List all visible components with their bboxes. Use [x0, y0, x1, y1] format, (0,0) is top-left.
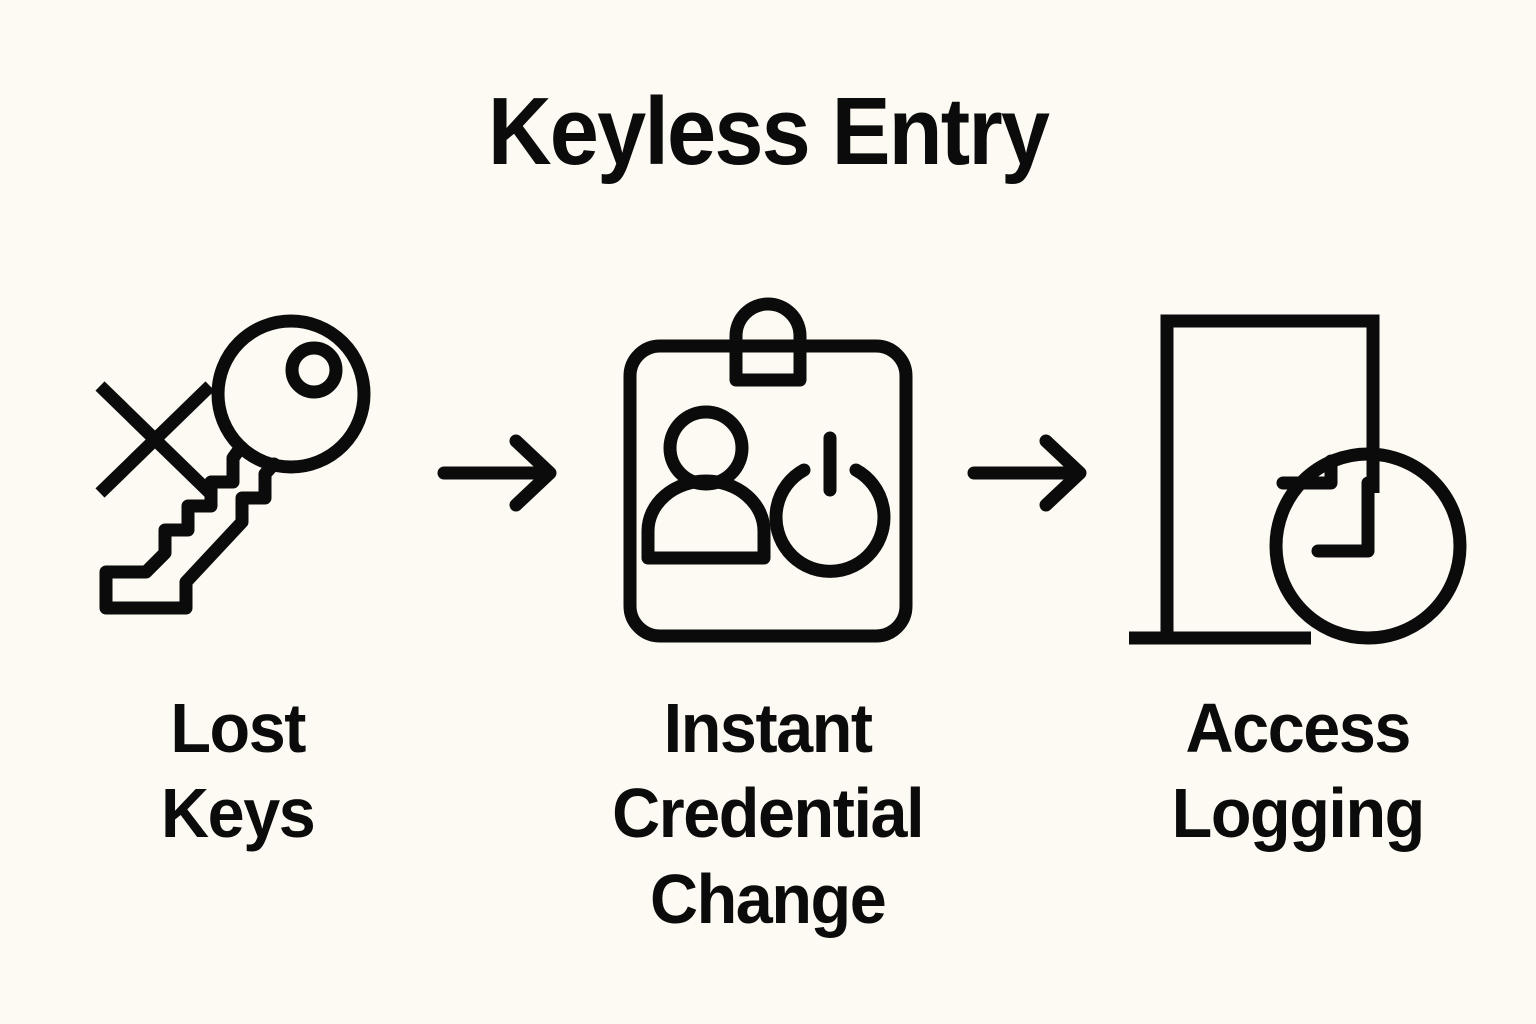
page-title: Keyless Entry [487, 78, 1050, 185]
label-line: Logging [1171, 774, 1426, 853]
arrow-right-icon [967, 433, 1098, 513]
door-clock-icon [1123, 293, 1473, 653]
flow-step-instant-credential-change: Instant Credential Change [578, 288, 958, 942]
flow-step-lost-keys: Lost Keys [48, 288, 428, 857]
label-line: Access [1185, 689, 1412, 767]
flow-step-label-credential: Instant Credential Change [612, 686, 925, 942]
label-line: Credential [612, 774, 925, 853]
icon-container-credential [578, 288, 958, 658]
id-badge-power-icon [618, 297, 918, 648]
arrow-right-icon [437, 433, 568, 513]
flow-step-access-logging: Access Logging [1108, 288, 1488, 857]
flow-step-label-access-logging: Access Logging [1171, 686, 1426, 857]
label-line: Lost [170, 689, 307, 767]
crossed-out-key-icon [78, 308, 398, 638]
label-line: Change [650, 859, 887, 938]
process-flow: Lost Keys [0, 288, 1536, 988]
arrow-container-1 [428, 288, 578, 658]
icon-container-lost-keys [48, 288, 428, 658]
label-line: Keys [161, 774, 316, 853]
flow-step-label-lost-keys: Lost Keys [161, 686, 316, 857]
label-line: Instant [663, 689, 873, 767]
arrow-container-2 [958, 288, 1108, 658]
icon-container-access-logging [1108, 288, 1488, 658]
